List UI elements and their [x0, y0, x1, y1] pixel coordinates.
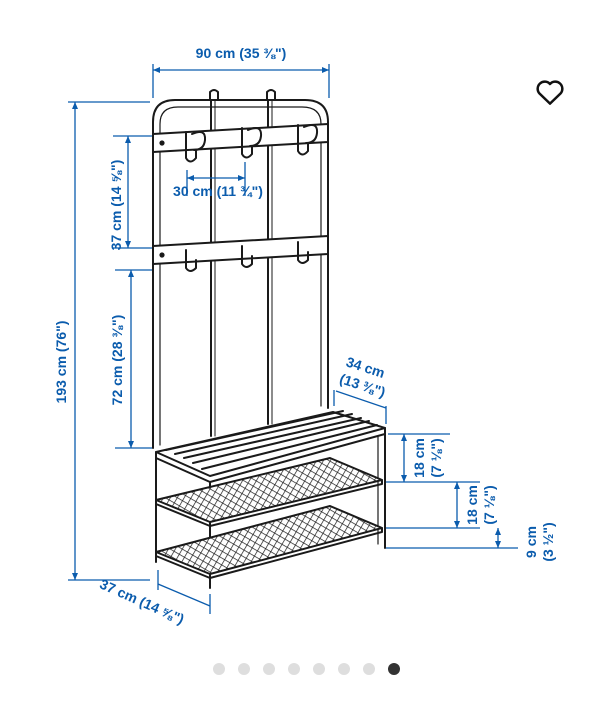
carousel-dot[interactable]: [288, 663, 300, 675]
lower-hook-1: [185, 249, 197, 272]
coat-rack-illustration: [152, 89, 386, 589]
shelf-to-shelf-label-1: 18 cm: [464, 485, 480, 525]
shelf-to-shelf-label-2: (7 ⅛"): [481, 485, 497, 524]
total-height-label: 193 cm (76"): [53, 321, 69, 404]
hook-spacing-label: 30 cm (11 ¾"): [173, 183, 263, 199]
rack-back-frame: [152, 99, 329, 449]
heart-outline-icon: [535, 78, 565, 111]
floor-clearance-label-1: 9 cm: [523, 526, 539, 558]
carousel-dot[interactable]: [213, 663, 225, 675]
upper-hook-rail: [152, 123, 329, 153]
upper-hook-3: [297, 124, 319, 156]
width-label: 90 cm (35 ⅜"): [196, 45, 287, 61]
carousel-dot[interactable]: [238, 663, 250, 675]
bench-to-shelf-label-1: 18 cm: [411, 438, 427, 478]
carousel-dot[interactable]: [363, 663, 375, 675]
favorite-button[interactable]: [530, 76, 570, 112]
floor-clearance-label-2: (3 ½"): [540, 522, 556, 561]
shoe-shelf-lower: [155, 505, 383, 575]
bench-to-shelf-label-2: (7 ⅛"): [428, 438, 444, 477]
lower-hook-2: [241, 245, 253, 268]
carousel-dot[interactable]: [338, 663, 350, 675]
carousel-pagination: [0, 659, 613, 679]
rail-spacing-label: 37 cm (14 ⅝"): [108, 160, 124, 251]
upper-hook-2: [241, 127, 263, 159]
dimension-lines: [68, 64, 518, 614]
carousel-dot[interactable]: [388, 663, 400, 675]
lower-hook-3: [297, 241, 309, 264]
carousel-dot[interactable]: [263, 663, 275, 675]
upper-height-label: 72 cm (28 ⅜"): [109, 315, 125, 406]
base-depth-label: 37 cm (14 ⅝"): [97, 576, 186, 628]
upper-hook-1: [185, 131, 207, 163]
carousel-dot[interactable]: [313, 663, 325, 675]
dimension-arrowheads: [72, 67, 501, 580]
lower-hook-rail: [152, 235, 329, 265]
